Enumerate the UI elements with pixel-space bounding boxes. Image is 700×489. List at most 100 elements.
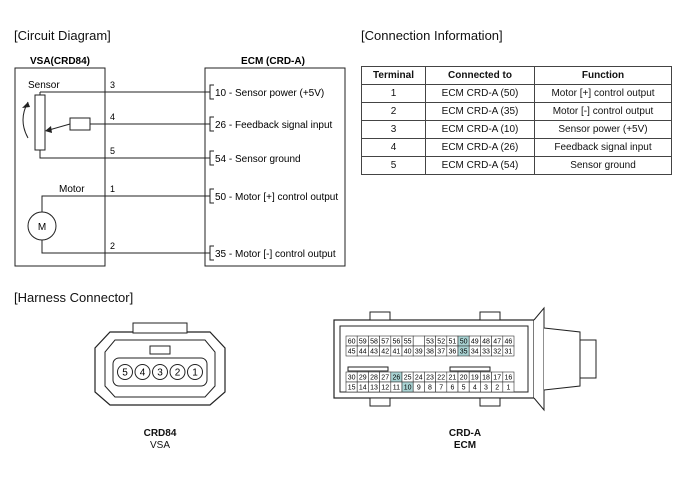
- crda-pin-label: 14: [359, 385, 367, 392]
- table-row: 1 ECM CRD-A (50) Motor [+] control outpu…: [361, 84, 672, 103]
- table-cell: 3: [361, 120, 426, 139]
- crda-pin-label: 11: [393, 385, 400, 392]
- table-cell: ECM CRD-A (26): [425, 138, 535, 157]
- crda-pin-label: 39: [415, 349, 423, 356]
- crda-pin-label: 25: [404, 375, 412, 382]
- crda-pin-label: 45: [348, 349, 356, 356]
- crda-pin-label: 46: [505, 339, 513, 346]
- crda-pin-label: 12: [381, 385, 389, 392]
- crda-pin-label: 17: [493, 375, 501, 382]
- crda-pin-label: 50: [460, 339, 468, 346]
- crda-pin-label: 37: [437, 349, 445, 356]
- vsa-pin-label: 2: [110, 241, 115, 251]
- table-cell: Motor [+] control output: [534, 84, 672, 103]
- vsa-box: [14, 67, 106, 267]
- crda-pin-label: 20: [460, 375, 468, 382]
- table-header: Function: [534, 66, 672, 85]
- motor-symbol: M: [38, 222, 46, 233]
- crda-pin-label: 26: [393, 375, 401, 382]
- vsa-pin-label: 3: [110, 80, 115, 90]
- table-cell: Feedback signal input: [534, 138, 672, 157]
- crd84-name: CRD84: [143, 428, 177, 439]
- crd84-pin-label: 4: [140, 368, 146, 379]
- connection-table: Terminal Connected to Function 1 ECM CRD…: [361, 66, 672, 175]
- sensor-resistor: [34, 94, 46, 151]
- table-cell: ECM CRD-A (35): [425, 102, 535, 121]
- crda-pin-label: 8: [428, 385, 432, 392]
- crd84-pin: [117, 364, 133, 380]
- crda-pin-label: 22: [437, 375, 445, 382]
- connector-latch: [149, 345, 171, 355]
- table-header: Terminal: [361, 66, 426, 85]
- crd84-sub: VSA: [149, 440, 170, 451]
- crda-pin-label: 30: [348, 375, 356, 382]
- table-cell: Sensor power (+5V): [534, 120, 672, 139]
- connection-info-heading: [Connection Information]: [361, 28, 503, 43]
- table-cell: Sensor ground: [534, 156, 672, 175]
- vsa-pin-label: 4: [110, 112, 115, 122]
- crda-pin-label: 33: [482, 349, 490, 356]
- crda-pin-label: 23: [426, 375, 434, 382]
- ecm-terminal-label: 54 - Sensor ground: [215, 154, 301, 165]
- crda-pin-label: 47: [493, 339, 501, 346]
- crda-pin-label: 13: [370, 385, 378, 392]
- crda-name: CRD-A: [448, 428, 482, 439]
- harness-connector-heading: [Harness Connector]: [14, 290, 134, 305]
- crda-pin-label: 52: [437, 339, 445, 346]
- crda-pin-cell: [502, 345, 515, 357]
- crda-pin-label: 51: [449, 339, 457, 346]
- sensor-label: Sensor: [28, 80, 60, 91]
- table-cell: 1: [361, 84, 426, 103]
- crda-pin-label: 38: [426, 349, 434, 356]
- crda-pin-label: 18: [482, 375, 490, 382]
- wiper-arrow-icon: [45, 126, 52, 133]
- crda-pin-label: 40: [404, 349, 412, 356]
- crda-pin-label: 7: [439, 385, 443, 392]
- table-header-row: Terminal Connected to Function: [361, 66, 672, 85]
- table-cell: ECM CRD-A (10): [425, 120, 535, 139]
- crd84-pin-label: 3: [157, 368, 163, 379]
- crda-pin-label: 27: [381, 375, 389, 382]
- crda-pin-label: 41: [393, 349, 401, 356]
- connector-tail: [579, 339, 597, 379]
- ecm-terminal-label: 35 - Motor [-] control output: [215, 249, 336, 260]
- ecm-terminal-label: 50 - Motor [+] control output: [215, 192, 338, 203]
- vsa-title: VSA(CRD84): [30, 56, 90, 67]
- circuit-diagram: VSA(CRD84) ECM (CRD-A) Sensor Motor M 3 …: [14, 56, 346, 267]
- wire-pin5: [39, 150, 105, 159]
- crd84-pin: [187, 364, 203, 380]
- table-row: 2 ECM CRD-A (35) Motor [-] control outpu…: [361, 102, 672, 121]
- crda-pin-cell: [502, 381, 515, 393]
- crda-pin-label: 34: [471, 349, 479, 356]
- crda-pin-label: 28: [370, 375, 378, 382]
- crda-pin-label: 59: [359, 339, 367, 346]
- table-cell: 5: [361, 156, 426, 175]
- ecm-box: [204, 67, 346, 267]
- ecm-terminal-label: 10 - Sensor power (+5V): [215, 88, 324, 99]
- crda-pin-label: 16: [505, 375, 513, 382]
- crda-pin-label: 10: [404, 385, 412, 392]
- crda-pin-cell: [412, 335, 425, 347]
- vsa-pin-label: 5: [110, 146, 115, 156]
- sensor-wiper-block: [69, 117, 91, 131]
- crda-pin-label: 6: [450, 385, 454, 392]
- crda-pin-label: 49: [471, 339, 479, 346]
- crd84-pin: [152, 364, 168, 380]
- vsa-pin-label: 1: [110, 184, 115, 194]
- crda-pin-label: 60: [348, 339, 356, 346]
- ecm-title: ECM (CRD-A): [241, 56, 305, 67]
- table-cell: 4: [361, 138, 426, 157]
- crda-pin-label: 1: [506, 385, 510, 392]
- crd84-pin: [169, 364, 186, 380]
- crda-pin-label: 44: [359, 349, 367, 356]
- crda-sub: ECM: [453, 440, 477, 451]
- crda-pin-label: 57: [381, 339, 389, 346]
- table-cell: 2: [361, 102, 426, 121]
- crda-pin-label: 43: [370, 349, 378, 356]
- crd84-pin-label: 1: [192, 368, 198, 379]
- crda-pin-label: 9: [417, 385, 421, 392]
